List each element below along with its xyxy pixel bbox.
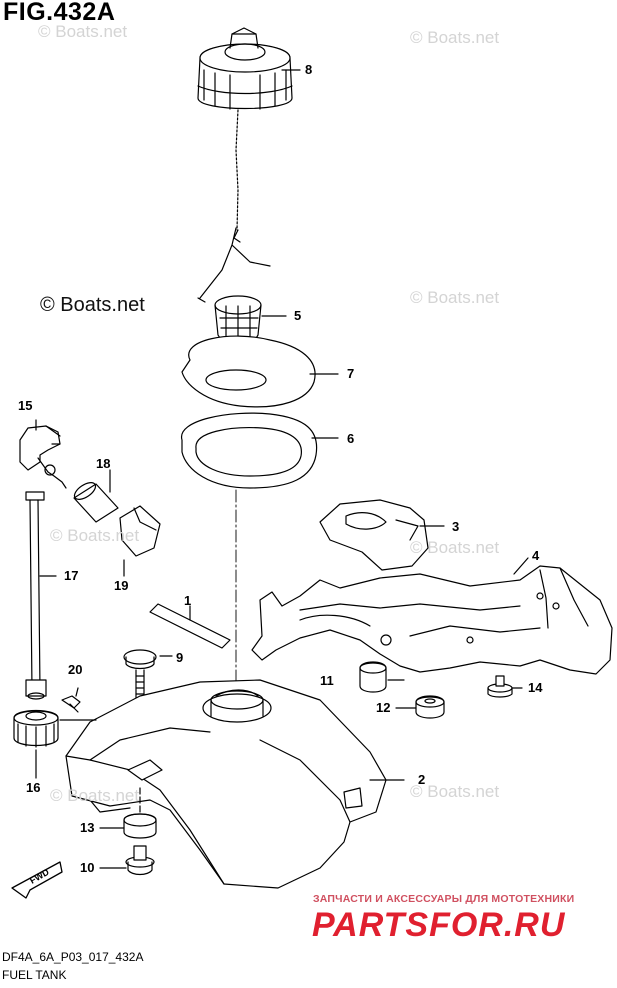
callout-11: 11 xyxy=(320,673,334,688)
figure-title: FIG.432A xyxy=(3,0,116,26)
strip-part xyxy=(149,603,231,649)
callout-2: 2 xyxy=(418,772,425,787)
filter-part xyxy=(214,295,262,346)
watermark: © Boats.net xyxy=(50,786,140,805)
screw-part xyxy=(61,695,81,713)
callout-1: 1 xyxy=(184,593,191,608)
bracket-frame-part xyxy=(251,565,613,675)
bolt-part xyxy=(123,649,157,701)
callout-4: 4 xyxy=(532,548,540,563)
watermark: © Boats.net xyxy=(410,28,500,47)
nut-part xyxy=(13,709,59,748)
callout-3: 3 xyxy=(452,519,459,534)
fuel-cap-part xyxy=(197,27,293,110)
callout-7: 7 xyxy=(347,366,354,381)
callout-18: 18 xyxy=(96,456,110,471)
clamp-part xyxy=(119,505,161,557)
callout-8: 8 xyxy=(305,62,312,77)
bracket-part xyxy=(319,499,429,571)
callout-16: 16 xyxy=(26,780,40,795)
callout-13: 13 xyxy=(80,820,94,835)
stamp-brand: PARTSFOR.RU xyxy=(312,906,566,944)
callout-10: 10 xyxy=(80,860,94,875)
callout-9: 9 xyxy=(176,650,183,665)
small-bolt-part xyxy=(487,675,513,698)
callout-12: 12 xyxy=(376,700,390,715)
fitting-part xyxy=(19,425,67,489)
tube-part xyxy=(73,482,119,523)
section-name: FUEL TANK xyxy=(2,968,67,982)
gasket-part xyxy=(181,335,316,408)
callout-19: 19 xyxy=(114,578,128,593)
stamp-subtitle: ЗАПЧАСТИ И АКСЕССУАРЫ ДЛЯ МОТОТЕХНИКИ xyxy=(313,893,575,905)
fuel-tank-part xyxy=(65,679,387,889)
callout-14: 14 xyxy=(528,680,543,695)
grommet-part xyxy=(359,661,387,693)
watermark: © Boats.net xyxy=(50,526,140,545)
watermark: © Boats.net xyxy=(38,22,128,41)
callout-17: 17 xyxy=(64,568,78,583)
collar-part xyxy=(125,845,155,876)
ring-gasket-part xyxy=(181,412,318,489)
callout-6: 6 xyxy=(347,431,354,446)
hose-strip-part xyxy=(25,491,47,700)
callout-15: 15 xyxy=(18,398,32,413)
callout-20: 20 xyxy=(68,662,82,677)
reference-code: DF4A_6A_P03_017_432A xyxy=(2,950,144,964)
watermark: © Boats.net xyxy=(410,782,500,801)
watermark-large: © Boats.net xyxy=(40,294,145,316)
fwd-arrow xyxy=(11,861,63,899)
watermark: © Boats.net xyxy=(410,538,500,557)
callout-5: 5 xyxy=(294,308,301,323)
washer-part xyxy=(415,695,445,719)
lower-grommet-part xyxy=(123,787,157,839)
cap-tether xyxy=(235,109,239,231)
watermark: © Boats.net xyxy=(410,288,500,307)
